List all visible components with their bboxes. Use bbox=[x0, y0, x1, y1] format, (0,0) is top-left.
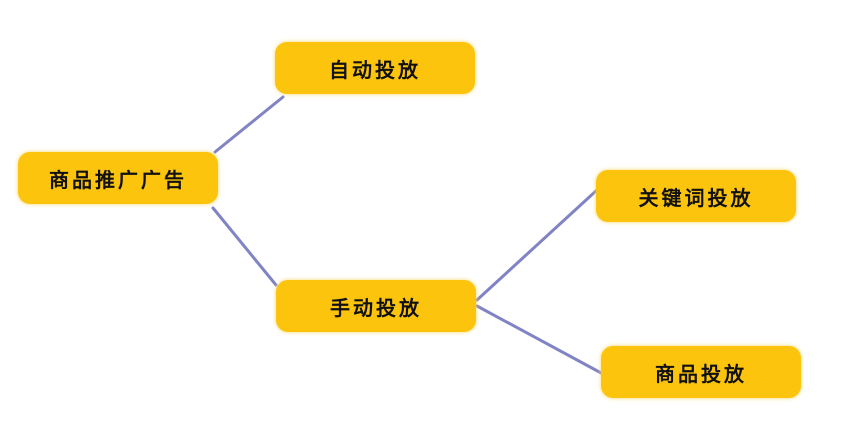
node-keyword: 关键词投放 bbox=[596, 170, 796, 222]
node-manual: 手动投放 bbox=[276, 280, 476, 332]
link-manual-product bbox=[475, 304, 605, 376]
node-product: 商品投放 bbox=[601, 346, 801, 398]
link-manual-keyword bbox=[475, 188, 599, 302]
link-root-auto bbox=[213, 95, 285, 154]
link-root-manual bbox=[211, 206, 278, 287]
node-root: 商品推广广告 bbox=[18, 152, 218, 204]
node-auto: 自动投放 bbox=[275, 42, 475, 94]
